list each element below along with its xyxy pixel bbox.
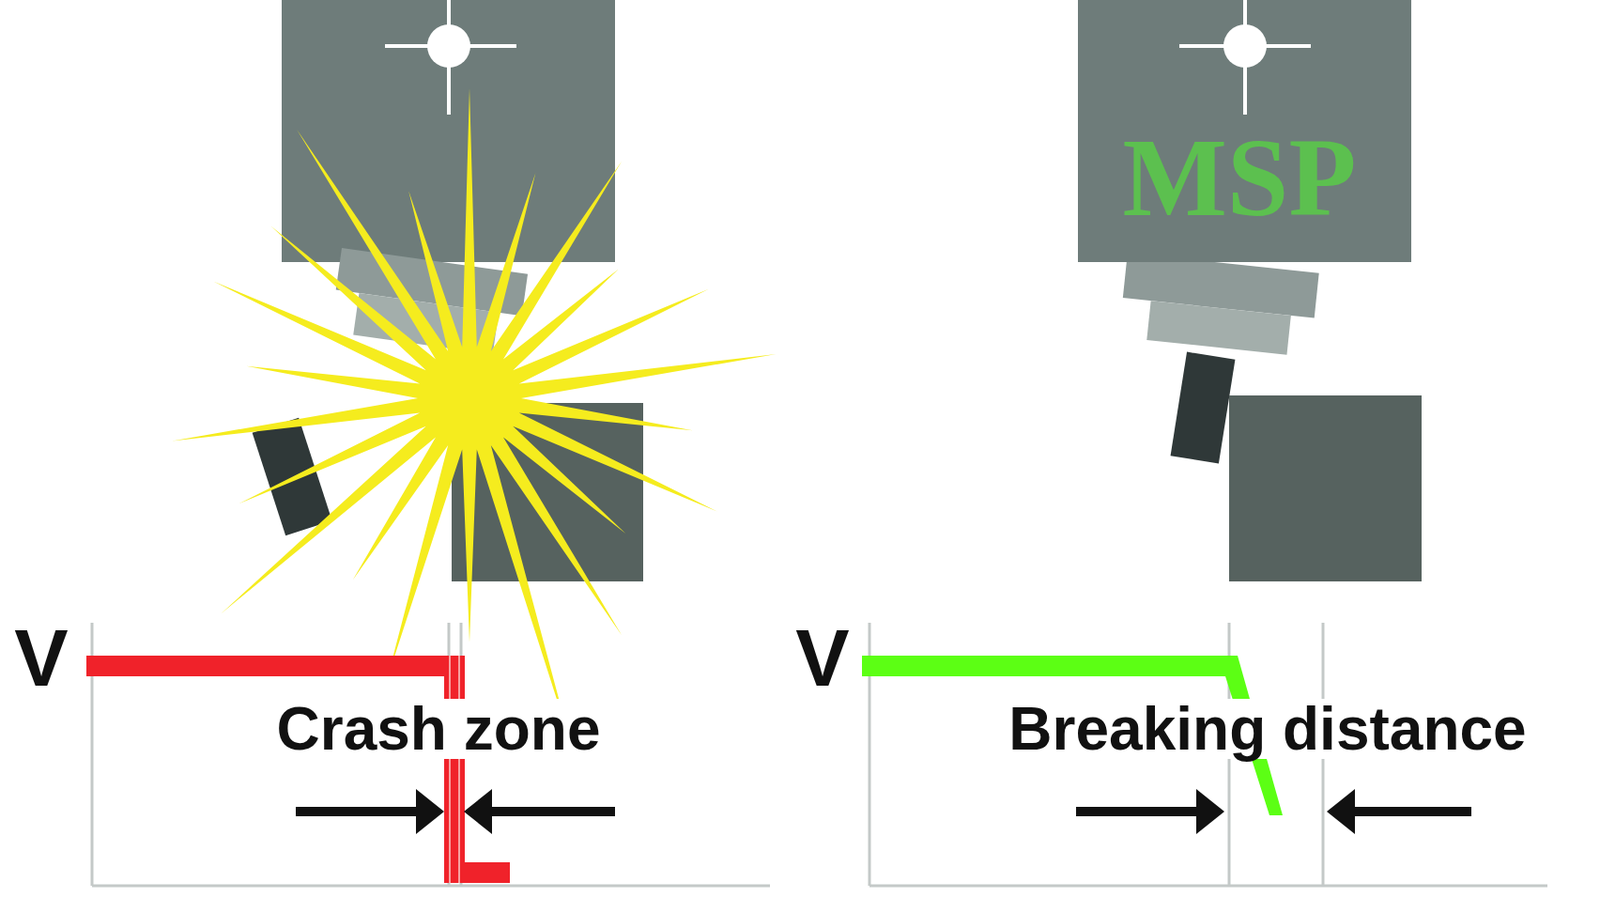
- axis-label: V: [10, 616, 72, 698]
- spindle-head: MSP: [1077, 0, 1412, 262]
- broken-tool: [252, 417, 333, 536]
- zone-label: Crash zone: [273, 698, 605, 759]
- crash-zone-arrows: [295, 788, 616, 834]
- axis-label: V: [791, 616, 853, 698]
- tool-holder: [1118, 252, 1319, 357]
- brand-label: MSP: [1122, 123, 1356, 234]
- crosshair: [384, 0, 517, 115]
- crosshair-circle: [427, 24, 471, 68]
- braking-distance-arrows: [1076, 788, 1472, 834]
- zone-label: Breaking distance: [1004, 698, 1530, 759]
- workpiece: [1229, 395, 1422, 582]
- velocity-crash: [86, 655, 510, 883]
- tool: [1170, 352, 1236, 464]
- explosion-star: [171, 88, 776, 741]
- spindle-head: [281, 0, 616, 262]
- explosion: [171, 88, 776, 741]
